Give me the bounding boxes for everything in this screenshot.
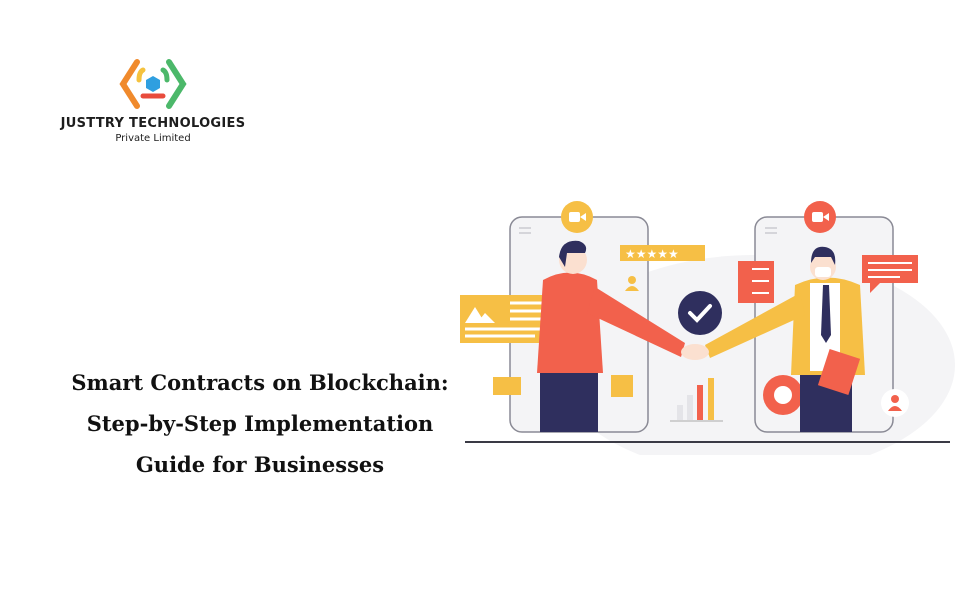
company-name: JUSTTRY TECHNOLOGIES [60,116,246,131]
bar-chart-icon [670,378,723,422]
company-logo: JUSTTRY TECHNOLOGIES Private Limited [58,58,248,144]
hexagon-code-brackets-icon [119,59,187,109]
company-suffix: Private Limited [115,133,191,144]
page-title: Smart Contracts on Blockchain: Step-by-S… [40,362,480,485]
title-line-3: Guide for Businesses [135,452,385,477]
handshake-illustration: ★★★★★ [460,201,955,455]
checkmark-icon [678,291,722,335]
title-line-2: Step-by-Step Implementation [86,411,434,436]
svg-text:★★★★★: ★★★★★ [625,247,679,261]
title-line-1: Smart Contracts on Blockchain: [71,370,449,395]
star-rating [620,245,705,261]
